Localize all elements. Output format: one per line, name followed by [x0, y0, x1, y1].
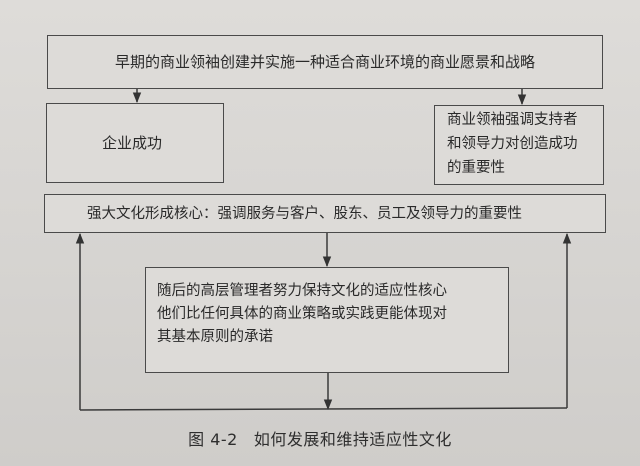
node-business-success: 企业成功 — [46, 103, 224, 183]
figure-title: 如何发展和维持适应性文化 — [253, 430, 452, 449]
node-text: 强大文化形成核心：强调服务与客户、股东、员工及领导力的重要性 — [87, 205, 522, 222]
node-strong-culture-core: 强大文化形成核心：强调服务与客户、股东、员工及领导力的重要性 — [44, 194, 606, 233]
node-text-line: 的重要性 — [447, 160, 505, 176]
node-text-line: 和领导力对创造成功 — [447, 136, 578, 152]
node-early-leaders-vision: 早期的商业领袖创建并实施一种适合商业环境的商业愿景和战略 — [47, 35, 603, 89]
node-leaders-emphasize-stakeholders: 商业领袖强调支持者 和领导力对创造成功 的重要性 — [434, 105, 604, 185]
node-text-line: 商业领袖强调支持者 — [447, 112, 578, 128]
figure-caption: 图 4-2 如何发展和维持适应性文化 — [0, 426, 640, 450]
node-text-line: 其基本原则的承诺 — [157, 329, 273, 345]
node-later-managers-adaptive-core: 随后的高层管理者努力保持文化的适应性核心 他们比任何具体的商业策略或实践更能体现… — [145, 267, 509, 373]
node-text-line: 随后的高层管理者努力保持文化的适应性核心 — [157, 283, 447, 299]
node-text-line: 他们比任何具体的商业策略或实践更能体现对 — [157, 306, 447, 322]
node-text: 企业成功 — [102, 134, 163, 152]
node-text: 早期的商业领袖创建并实施一种适合商业环境的商业愿景和战略 — [114, 53, 535, 71]
figure-number: 图 4-2 — [188, 430, 238, 449]
